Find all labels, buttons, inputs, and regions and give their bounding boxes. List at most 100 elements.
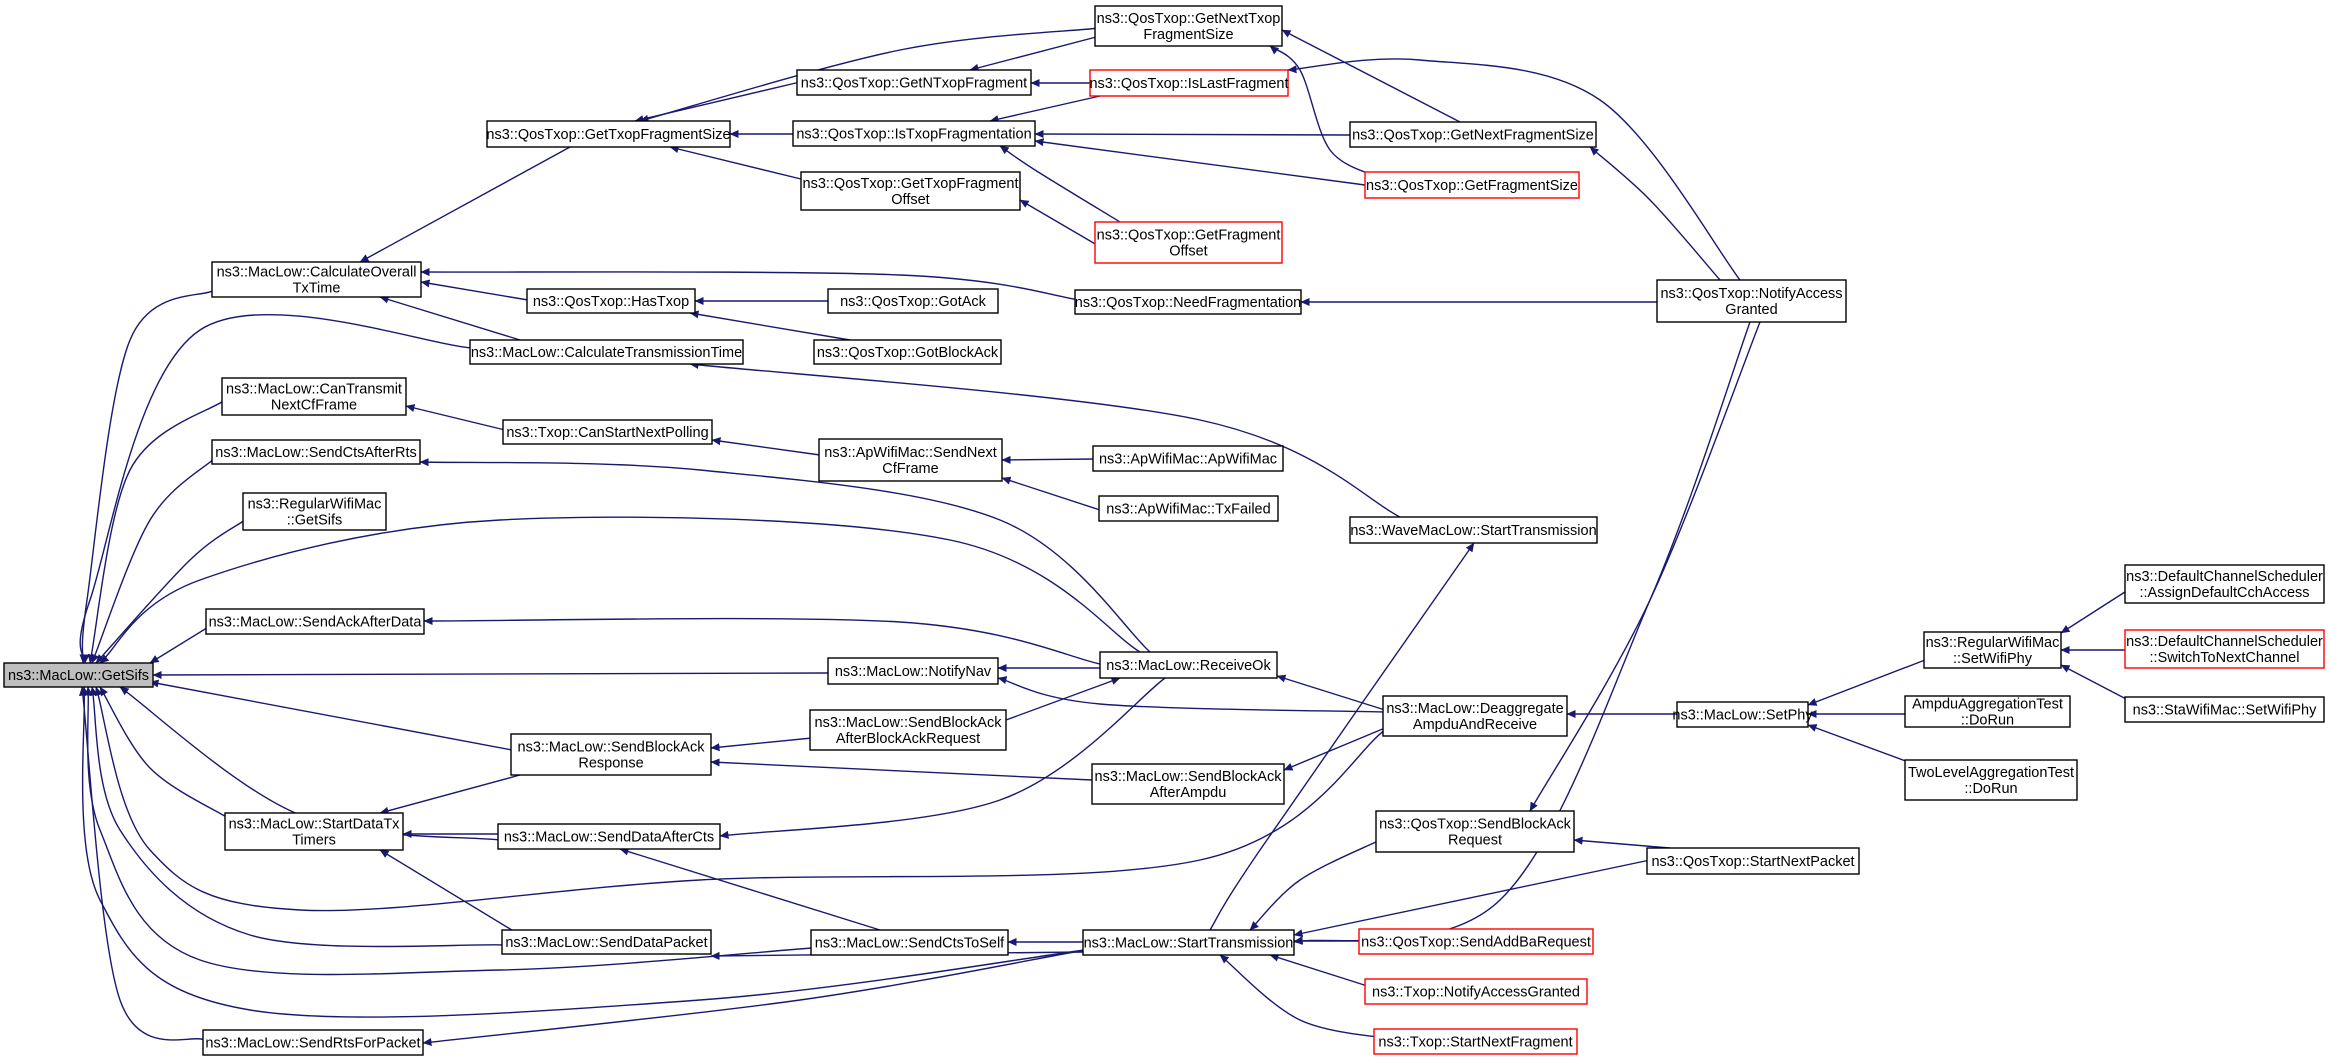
node-gotblockack[interactable]: ns3::QosTxop::GotBlockAck (813, 339, 1002, 365)
node-label-line: ns3::MacLow::CalculateOverall (217, 265, 417, 281)
node-label-line: ns3::MacLow::CalculateTransmissionTime (471, 345, 742, 361)
node-box (813, 339, 1002, 365)
node-box (809, 709, 1007, 751)
edge-apwifimac-to-apsendnextcf (1001, 455, 1096, 464)
node-sendctsafterrts[interactable]: ns3::MacLow::SendCtsAfterRts (211, 439, 421, 465)
edge-getfragoffset-to-istxopfrag (999, 145, 1121, 223)
node-box (2124, 564, 2325, 604)
edge-sendrtsforpacket-to-getsifs (79, 686, 206, 1041)
node-label-line: ::GetSifs (287, 513, 343, 529)
node-receiveok[interactable]: ns3::MacLow::ReceiveOk (1099, 651, 1278, 679)
node-wavestarttx[interactable]: ns3::WaveMacLow::StartTransmission (1349, 516, 1598, 544)
edge-sendackafterdata-to-getsifs (149, 625, 211, 664)
edge-assigndefault-to-setwifiphy (2060, 589, 2129, 634)
node-hastxop[interactable]: ns3::QosTxop::HasTxop (526, 288, 696, 314)
node-sendrtsforpacket[interactable]: ns3::MacLow::SendRtsForPacket (202, 1029, 424, 1056)
node-calctransmissiontime[interactable]: ns3::MacLow::CalculateTransmissionTime (469, 339, 744, 365)
node-label-line: AfterAmpdu (1150, 785, 1227, 801)
edge-getfragsize-to-istxopfrag (1034, 138, 1366, 186)
edge-txopnotify-to-starttransmission (1269, 953, 1381, 991)
node-box (1099, 651, 1278, 679)
node-getnfragment[interactable]: ns3::QosTxop::GetNTxopFragment (796, 69, 1032, 96)
node-label-line: ns3::RegularWifiMac (248, 497, 382, 513)
node-sendaddba[interactable]: ns3::QosTxop::SendAddBaRequest (1358, 928, 1594, 955)
node-sendctstoself[interactable]: ns3::MacLow::SendCtsToSelf (810, 929, 1009, 956)
node-box (469, 339, 744, 365)
node-senddatapacket[interactable]: ns3::MacLow::SendDataPacket (501, 929, 712, 955)
node-senddataafterCts[interactable]: ns3::MacLow::SendDataAfterCts (497, 823, 721, 850)
node-label-line: ns3::Txop::StartNextFragment (1378, 1035, 1572, 1051)
node-getfragsize[interactable]: ns3::QosTxop::GetFragmentSize (1364, 171, 1580, 199)
node-box (1375, 810, 1575, 853)
node-box (1904, 695, 2071, 728)
node-islastfragment[interactable]: ns3::QosTxop::IsLastFragment (1089, 69, 1289, 97)
node-label-line: ns3::QosTxop::GotAck (840, 294, 987, 310)
node-label-line: ns3::ApWifiMac::TxFailed (1106, 502, 1270, 518)
node-setwifiphy[interactable]: ns3::RegularWifiMac::SetWifiPhy (1923, 631, 2062, 669)
node-txopnotify[interactable]: ns3::Txop::NotifyAccessGranted (1364, 978, 1588, 1005)
node-ampdutest[interactable]: AmpduAggregationTest::DoRun (1904, 695, 2071, 729)
node-notifynav[interactable]: ns3::MacLow::NotifyNav (827, 657, 999, 685)
edge-deaggregate-to-sendbaafterampdu (1283, 727, 1386, 771)
node-notifyaccessgranted[interactable]: ns3::QosTxop::NotifyAccessGranted (1656, 279, 1847, 323)
node-box (497, 823, 721, 850)
node-starttransmission[interactable]: ns3::MacLow::StartTransmission (1082, 929, 1295, 956)
edge-notifyaccessgranted-to-sendbarequest (1529, 321, 1761, 812)
node-istxopfrag[interactable]: ns3::QosTxop::IsTxopFragmentation (792, 120, 1036, 147)
node-startnextpacket[interactable]: ns3::QosTxop::StartNextPacket (1646, 847, 1860, 875)
node-box (796, 69, 1032, 96)
node-box (1074, 289, 1302, 315)
node-txfailed[interactable]: ns3::ApWifiMac::TxFailed (1098, 495, 1279, 522)
node-getnextfragsize[interactable]: ns3::QosTxop::GetNextFragmentSize (1349, 121, 1597, 148)
node-box (1364, 171, 1580, 199)
node-box (221, 377, 407, 416)
node-gettxopfragsize[interactable]: ns3::QosTxop::GetTxopFragmentSize (486, 120, 731, 148)
node-box (1349, 121, 1597, 148)
node-label-line: ::AssignDefaultCchAccess (2139, 585, 2309, 601)
node-startnextfragment[interactable]: ns3::Txop::StartNextFragment (1373, 1028, 1578, 1055)
node-label-line: ns3::DefaultChannelScheduler (2126, 569, 2323, 585)
node-setphy[interactable]: ns3::MacLow::SetPhy (1672, 701, 1813, 728)
edge-gettxopfragoffset-to-gettxopfragsize (669, 145, 806, 181)
edge-layer (79, 27, 2129, 1047)
node-box (1082, 929, 1295, 956)
edge-startdatatx-to-getsifs (99, 686, 229, 819)
edge-setwifiphy-to-setphy (1807, 659, 1926, 706)
node-sendackafterdata[interactable]: ns3::MacLow::SendAckAfterData (205, 608, 425, 635)
node-box (224, 812, 404, 851)
edge-apsendnextcf-to-canstartnextpolling (711, 437, 821, 456)
edge-islastfragment-to-istxopfrag (989, 95, 1101, 124)
node-box (211, 261, 422, 298)
node-label-line: ns3::QosTxop::SendAddBaRequest (1361, 935, 1591, 951)
edge-getfragoffset-to-gettxopfragoffset (1019, 199, 1098, 246)
edge-sendctstoself-to-senddataafterCts (619, 847, 881, 931)
node-needfragmentation[interactable]: ns3::QosTxop::NeedFragmentation (1074, 289, 1302, 315)
node-label-line: FragmentSize (1143, 27, 1233, 43)
node-box (211, 439, 421, 465)
node-sendbaafterbar[interactable]: ns3::MacLow::SendBlockAckAfterBlockAckRe… (809, 709, 1007, 751)
node-stasetwifiphy[interactable]: ns3::StaWifiMac::SetWifiPhy (2124, 696, 2325, 723)
node-label-line: ns3::RegularWifiMac (1926, 635, 2060, 651)
node-twoleveltest[interactable]: TwoLevelAggregationTest::DoRun (1904, 759, 2078, 801)
node-getsifs[interactable]: ns3::MacLow::GetSifs (3, 662, 154, 688)
node-label-line: ns3::Txop::NotifyAccessGranted (1372, 985, 1580, 1001)
node-box (1923, 631, 2062, 669)
node-assigndefault[interactable]: ns3::DefaultChannelScheduler::AssignDefa… (2124, 564, 2325, 604)
node-regulargetsifs[interactable]: ns3::RegularWifiMac::GetSifs (242, 492, 387, 531)
node-label-line: ns3::QosTxop::NeedFragmentation (1075, 295, 1301, 311)
node-canstartnextpolling[interactable]: ns3::Txop::CanStartNextPolling (502, 419, 713, 445)
node-gotack[interactable]: ns3::QosTxop::GotAck (827, 288, 999, 314)
node-switchtonext[interactable]: ns3::DefaultChannelScheduler::SwitchToNe… (2124, 629, 2325, 669)
node-apwifimac[interactable]: ns3::ApWifiMac::ApWifiMac (1092, 445, 1284, 472)
